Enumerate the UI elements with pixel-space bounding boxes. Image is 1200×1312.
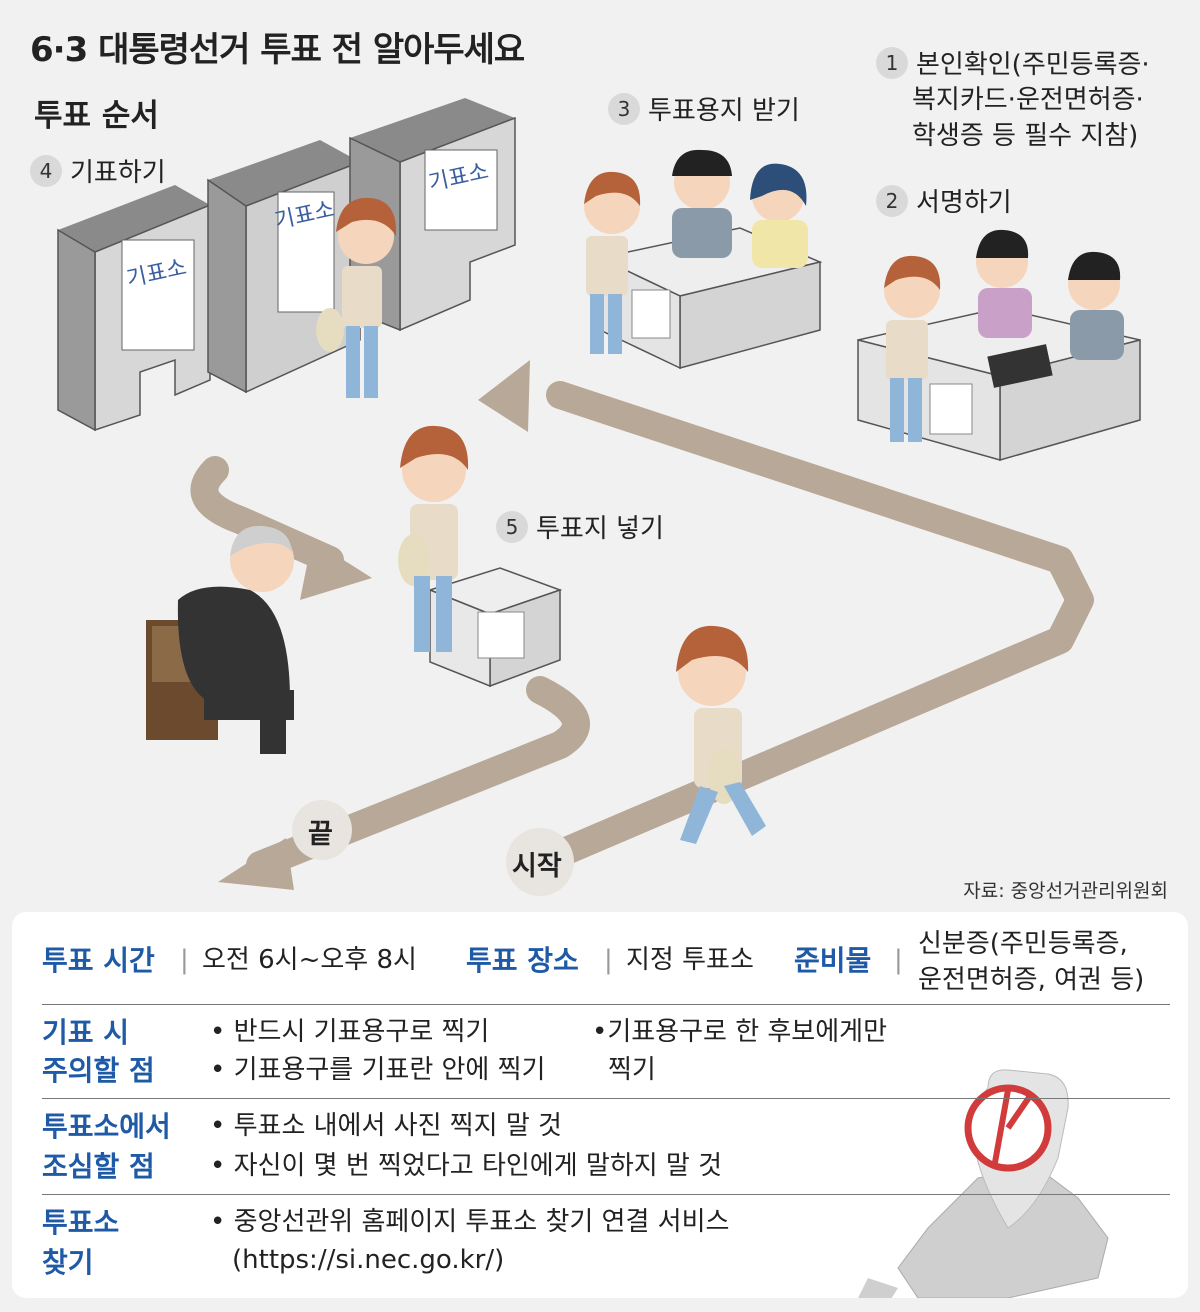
flow-start-label: 시작 [512, 851, 562, 882]
flow-arrow-mid [300, 540, 372, 600]
info-row-basics: 투표 시간 | 오전 6시~오후 8시 투표 장소 | 지정 투표소 준비물 |… [42, 912, 1170, 1005]
prep-value-line-1: 신분증(주민등록증, [918, 929, 1128, 959]
info-row-find: 투표소 찾기 중앙선관위 홈페이지 투표소 찾기 연결 서비스 (https:/… [42, 1194, 1170, 1298]
place-value: 지정 투표소 [626, 945, 754, 975]
step-2: 2 서명하기 [876, 182, 1012, 219]
flow-arrow-end [218, 838, 294, 890]
signature-desk [857, 229, 1141, 461]
mark-item-1: 반드시 기표용구로 찍기 [210, 1014, 490, 1050]
step-1-label: 본인확인(주민등록증· [916, 50, 1150, 80]
time-separator: | [180, 945, 189, 975]
prep-label: 준비물 [794, 944, 872, 977]
start-badge [506, 828, 574, 896]
source-credit: 자료: 중앙선거관리위원회 [963, 880, 1168, 902]
step-1-line-2: 복지카드·운전면허증· [912, 85, 1144, 115]
step-4-label: 기표하기 [70, 158, 166, 188]
find-label-line-2: 찾기 [42, 1246, 94, 1279]
step-3-label: 투표용지 받기 [648, 96, 800, 126]
step-1-line-3: 학생증 등 필수 지참) [912, 121, 1139, 151]
elderly-voter [146, 525, 294, 754]
place-label: 투표 장소 [466, 944, 579, 977]
mark-label-line-2: 주의할 점 [42, 1054, 155, 1087]
flow-path [190, 381, 1094, 879]
caution-item-2: 자신이 몇 번 찍었다고 타인에게 말하지 말 것 [210, 1148, 722, 1184]
voting-booth-1 [57, 185, 211, 432]
section-subtitle: 투표 순서 [34, 98, 159, 134]
step-3-number: 3 [608, 92, 640, 125]
mark-item-2: 기표용구를 기표란 안에 찍기 [210, 1052, 546, 1088]
voter-at-ballot-box [398, 425, 469, 652]
step-5-label: 투표지 넣기 [536, 514, 664, 544]
caution-label-line-1: 투표소에서 [42, 1110, 171, 1143]
time-label: 투표 시간 [42, 944, 155, 977]
map-pin-illustration [858, 1069, 1109, 1298]
step-2-label: 서명하기 [916, 188, 1012, 218]
end-badge [292, 800, 352, 860]
find-label-line-1: 투표소 [42, 1206, 120, 1239]
step-4: 4 기표하기 [30, 152, 166, 189]
mark-item-3-line-1: •기표용구로 한 후보에게만 [592, 1017, 887, 1047]
info-row-caution: 투표소에서 조심할 점 투표소 내에서 사진 찍지 말 것 자신이 몇 번 찍었… [42, 1098, 1170, 1195]
arriving-voter [676, 625, 766, 844]
step-2-number: 2 [876, 184, 908, 217]
step-1: 1 본인확인(주민등록증· [876, 44, 1150, 81]
time-value: 오전 6시~오후 8시 [202, 945, 417, 975]
step-1-detail: 복지카드·운전면허증· 학생증 등 필수 지참) [912, 82, 1144, 154]
step-5: 5 투표지 넣기 [496, 508, 664, 545]
mark-item-3-line-2: 찍기 [608, 1055, 656, 1085]
info-panel: 투표 시간 | 오전 6시~오후 8시 투표 장소 | 지정 투표소 준비물 |… [12, 912, 1188, 1298]
step-4-number: 4 [30, 154, 62, 187]
flow-arrow-up [478, 360, 530, 432]
ballot-box [427, 567, 563, 688]
ballot-desk [584, 149, 823, 370]
flow-end-label: 끝 [308, 819, 333, 850]
step-1-number: 1 [876, 46, 908, 79]
place-separator: | [604, 945, 613, 975]
prep-separator: | [894, 945, 903, 975]
illustration: 기표소 기표소 기표소 [57, 98, 1141, 896]
page-title: 6·3 대통령선거 투표 전 알아두세요 [30, 30, 525, 70]
caution-label-line-2: 조심할 점 [42, 1150, 155, 1183]
voter-in-booth [316, 197, 397, 398]
step-5-number: 5 [496, 510, 528, 543]
caution-item-1: 투표소 내에서 사진 찍지 말 것 [210, 1108, 562, 1144]
voting-booth-2 [207, 140, 361, 394]
prep-value-line-2: 운전면허증, 여권 등) [918, 965, 1145, 995]
info-row-marking: 기표 시 주의할 점 반드시 기표용구로 찍기 기표용구를 기표란 안에 찍기 … [42, 1004, 1170, 1099]
step-3: 3 투표용지 받기 [608, 90, 800, 127]
mark-label-line-1: 기표 시 [42, 1016, 130, 1049]
find-item: 중앙선관위 홈페이지 투표소 찾기 연결 서비스 [210, 1204, 730, 1240]
find-url-link[interactable]: (https://si.nec.go.kr/) [232, 1245, 505, 1275]
